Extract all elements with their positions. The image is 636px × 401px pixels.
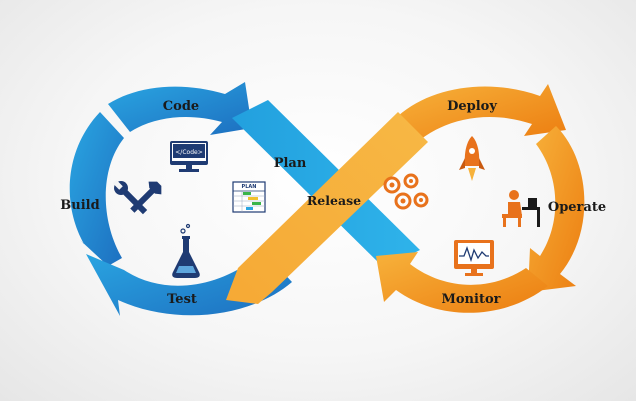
arrow-segment-build: [69, 112, 124, 266]
tools-icon: [112, 179, 162, 215]
crossing-band-orange: [226, 112, 428, 304]
stage-label-test: Test: [167, 292, 197, 307]
stage-label-monitor: Monitor: [442, 292, 501, 307]
operator-icon: [502, 190, 540, 227]
stage-label-operate: Operate: [548, 200, 606, 215]
plan-chart-icon: PLAN: [232, 181, 266, 213]
flask-icon: [172, 223, 200, 278]
right-loop-orange: [226, 84, 585, 313]
code-monitor-icon: </Code>: [170, 141, 208, 172]
stage-label-deploy: Deploy: [447, 99, 497, 114]
arrow-segment-operate: [528, 126, 585, 292]
rocket-icon: [459, 136, 485, 181]
stage-label-build: Build: [60, 198, 99, 213]
stage-label-code: Code: [163, 99, 199, 114]
stage-label-plan: Plan: [274, 156, 307, 171]
monitor-graph-icon: [454, 240, 494, 276]
arrow-segment-monitor: [376, 252, 548, 313]
arrow-segment-deploy: [398, 84, 566, 140]
code-monitor-text: </Code>: [175, 149, 202, 156]
arrow-segment-code: [108, 82, 252, 135]
plan-chart-text: PLAN: [242, 184, 257, 190]
gears-icon: [383, 173, 429, 210]
stage-label-release: Release: [307, 193, 361, 208]
